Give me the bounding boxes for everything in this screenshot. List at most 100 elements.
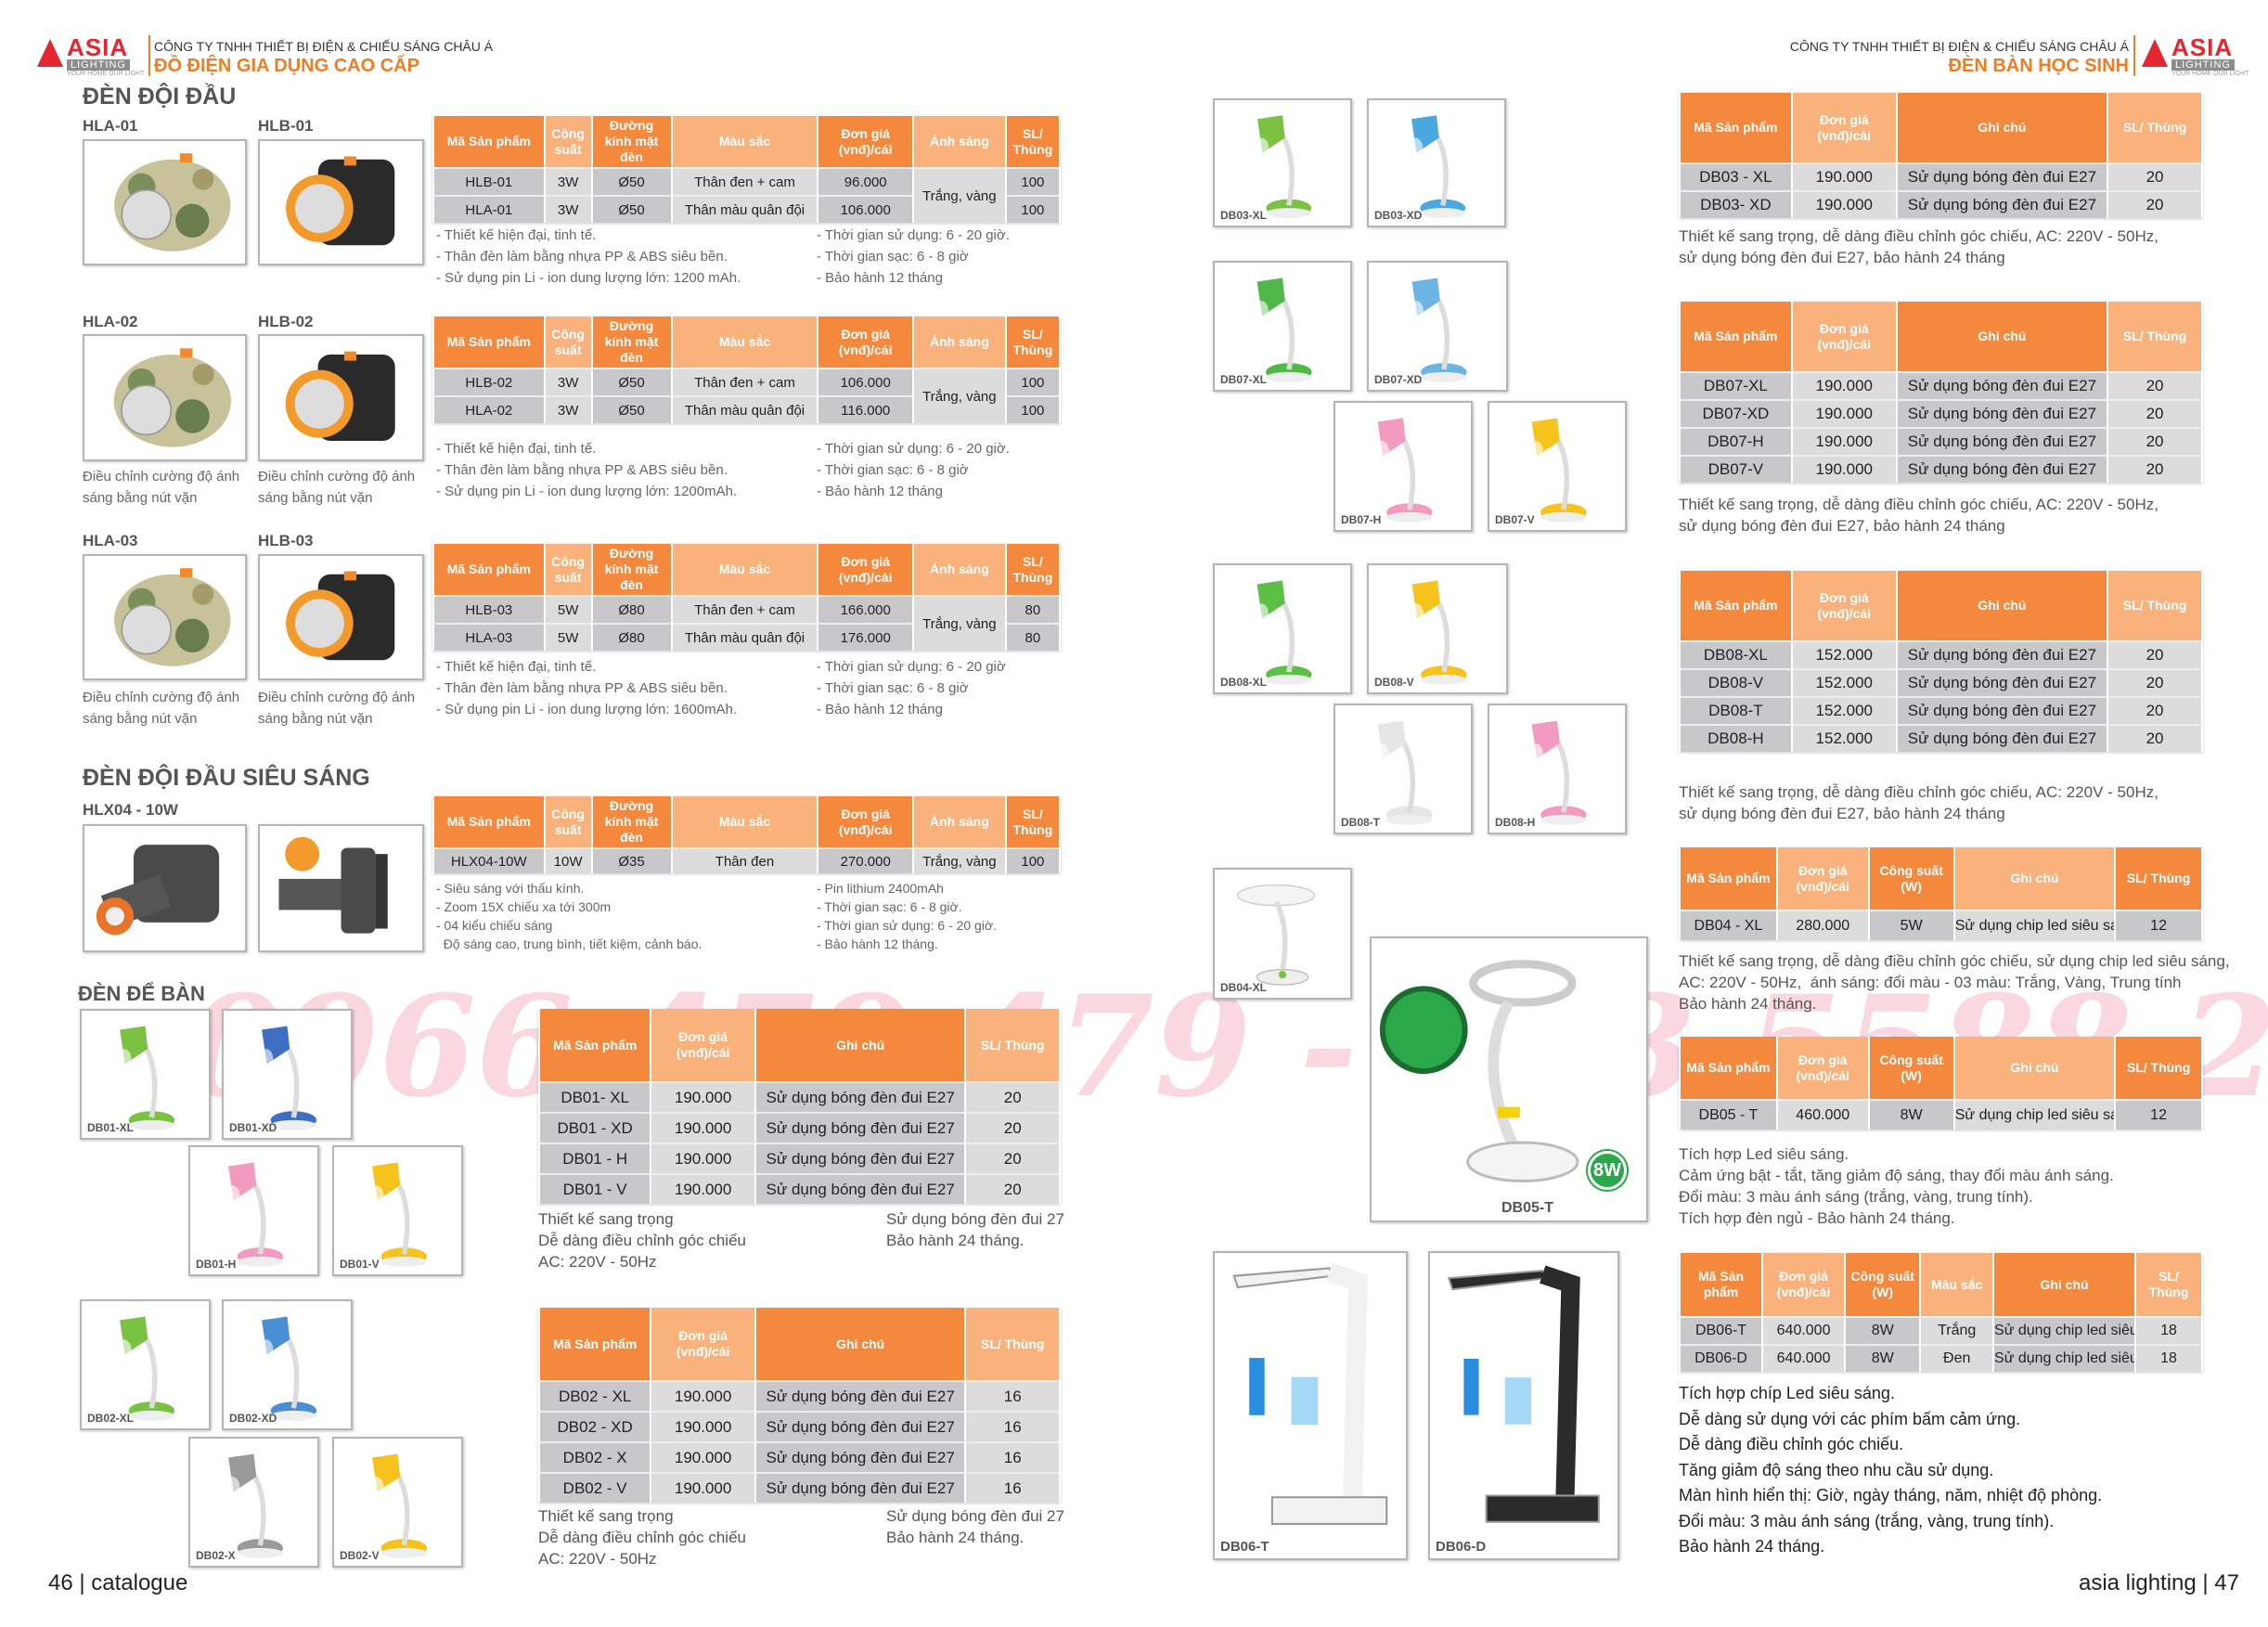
table-cell: 190.000 xyxy=(651,1081,754,1112)
table-cell: 20 xyxy=(2108,190,2201,218)
page-number-right: asia lighting | 47 xyxy=(2078,1570,2239,1595)
column-header: Màu sắc xyxy=(1921,1253,1993,1316)
column-header: Đơn giá (vnđ)/cái xyxy=(818,796,912,847)
column-header: Công suất (W) xyxy=(1869,1037,1953,1099)
product-image-db01-h: DB01-H xyxy=(188,1145,319,1276)
logo-brand: ASIA xyxy=(67,33,129,61)
column-header: Đơn giá (vnđ)/cái xyxy=(651,1009,754,1081)
table-cell: 190.000 xyxy=(1792,371,1896,399)
column-header: Công suất xyxy=(545,116,591,167)
table-cell: DB04 - XL xyxy=(1681,910,1776,940)
image-label: DB05-T xyxy=(1501,1200,1554,1216)
table-cell: 5W xyxy=(1869,910,1953,940)
table-cell: 166.000 xyxy=(818,595,912,623)
product-image-db01-v: DB01-V xyxy=(332,1145,463,1276)
table-cell: Sử dụng bóng đèn đui E27 xyxy=(755,1380,965,1411)
image-label: DB01-XL xyxy=(87,1121,135,1134)
logo-triangle-icon xyxy=(37,39,63,67)
image-label: DB08-V xyxy=(1374,676,1414,689)
table-cell: Sử dụng bóng đèn đui E27 xyxy=(1897,640,2107,668)
table-cell: 152.000 xyxy=(1792,696,1896,724)
column-header: Ghi chú xyxy=(1954,1037,2115,1099)
table-cell: DB07-XD xyxy=(1681,399,1791,427)
product-image-db07-xd: DB07-XD xyxy=(1367,261,1508,392)
product-image-db03-xl: DB03-XL xyxy=(1213,98,1352,227)
table-cell: 100 xyxy=(1006,167,1059,195)
table-cell: 10W xyxy=(545,847,591,873)
table-cell: DB06-T xyxy=(1681,1316,1762,1344)
table-cell: 20 xyxy=(2108,162,2201,190)
image-label: DB02-X xyxy=(196,1549,236,1562)
column-header: Đơn giá (vnđ)/cái xyxy=(818,116,912,167)
product-label: HLB-03 xyxy=(258,532,314,549)
table-cell: Ø50 xyxy=(592,395,671,423)
product-image-hla-01 xyxy=(83,139,247,265)
logo-sub: LIGHTING xyxy=(67,59,130,71)
table-cell: DB01 - H xyxy=(540,1143,651,1173)
column-header: Đơn giá (vnđ)/cái xyxy=(1777,1037,1868,1099)
product-image-hlx04-side xyxy=(258,824,424,952)
column-header: Màu sắc xyxy=(672,116,818,167)
table-cell: 18 xyxy=(2135,1316,2201,1344)
table-cell: 12 xyxy=(2116,910,2201,940)
table-cell: 190.000 xyxy=(651,1411,754,1441)
table-cell: Sử dụng bóng đèn đui E27 xyxy=(755,1441,965,1472)
column-header: Ghi chú xyxy=(755,1009,965,1081)
table-cell: 190.000 xyxy=(1792,399,1896,427)
image-label: DB02-XL xyxy=(87,1412,135,1425)
column-header: Đơn giá (vnđ)/cái xyxy=(818,316,912,368)
table-cell: 16 xyxy=(966,1380,1059,1411)
column-header: Đơn giá (vnđ)/cái xyxy=(1792,93,1896,162)
column-header: Mã Sản phẩm xyxy=(1681,302,1791,371)
image-label: DB07-XD xyxy=(1374,373,1423,386)
product-image-db05-t: DB05-T xyxy=(1370,936,1648,1222)
table-cell: Thân đen + cam xyxy=(672,595,818,623)
table-cell: HLX04-10W xyxy=(434,847,544,873)
table-cell: Sử dụng bóng đèn đui E27 xyxy=(755,1143,965,1173)
table-cell: Sử dụng bóng đèn đui E27 xyxy=(755,1081,965,1112)
column-header: SL/ Thùng xyxy=(1006,116,1059,167)
table-cell: Đen xyxy=(1921,1344,1993,1372)
column-header: Ghi chú xyxy=(1994,1253,2134,1316)
product-image-db08-h: DB08-H xyxy=(1488,704,1627,834)
column-header: Màu sắc xyxy=(672,796,818,847)
table-cell: HLA-03 xyxy=(434,623,544,651)
logo-tagline: YOUR HOME OUR LIGHT xyxy=(2171,71,2249,77)
product-notes: - Thời gian sử dụng: 6 - 20 giờ - Thời g… xyxy=(817,659,1006,717)
table-cell: Sử dụng bóng đèn đui E27 xyxy=(755,1472,965,1503)
table-cell: 190.000 xyxy=(651,1173,754,1204)
column-header: Mã Sản phẩm xyxy=(1681,1037,1776,1099)
image-caption: Điều chỉnh cường độ ánh sáng bằng nút vặ… xyxy=(258,469,416,506)
image-label: DB01-XD xyxy=(229,1121,277,1134)
image-label: DB07-XL xyxy=(1220,373,1268,386)
column-header: Mã Sản phẩm xyxy=(434,316,544,368)
table-cell: Ø80 xyxy=(592,595,671,623)
column-header: Ánh sáng xyxy=(913,796,1005,847)
table-cell: Sử dụng chip led siêu sáng xyxy=(1994,1344,2134,1372)
table-cell: 20 xyxy=(2108,724,2201,752)
table-cell: Ø50 xyxy=(592,195,671,223)
table-cell: 20 xyxy=(966,1112,1059,1143)
column-header: Ghi chú xyxy=(1897,571,2107,640)
product-image-db02-x: DB02-X xyxy=(188,1437,319,1568)
table-cell: 106.000 xyxy=(818,195,912,223)
product-notes: - Thiết kế hiện đại, tinh tế. - Thân đèn… xyxy=(436,227,741,286)
table-cell: DB07-H xyxy=(1681,427,1791,455)
product-notes: Thiết kế sang trọng, dễ dàng điều chỉnh … xyxy=(1679,952,2230,1013)
product-notes: Thiết kế sang trọng, dễ dàng điều chỉnh … xyxy=(1679,227,2158,266)
column-header: Mã Sản phẩm xyxy=(1681,1253,1762,1316)
column-header: Công suất xyxy=(545,316,591,368)
column-header: Đường kính mặt đèn xyxy=(592,544,671,595)
image-label: DB06-T xyxy=(1220,1539,1269,1555)
column-header: Công suất xyxy=(545,796,591,847)
